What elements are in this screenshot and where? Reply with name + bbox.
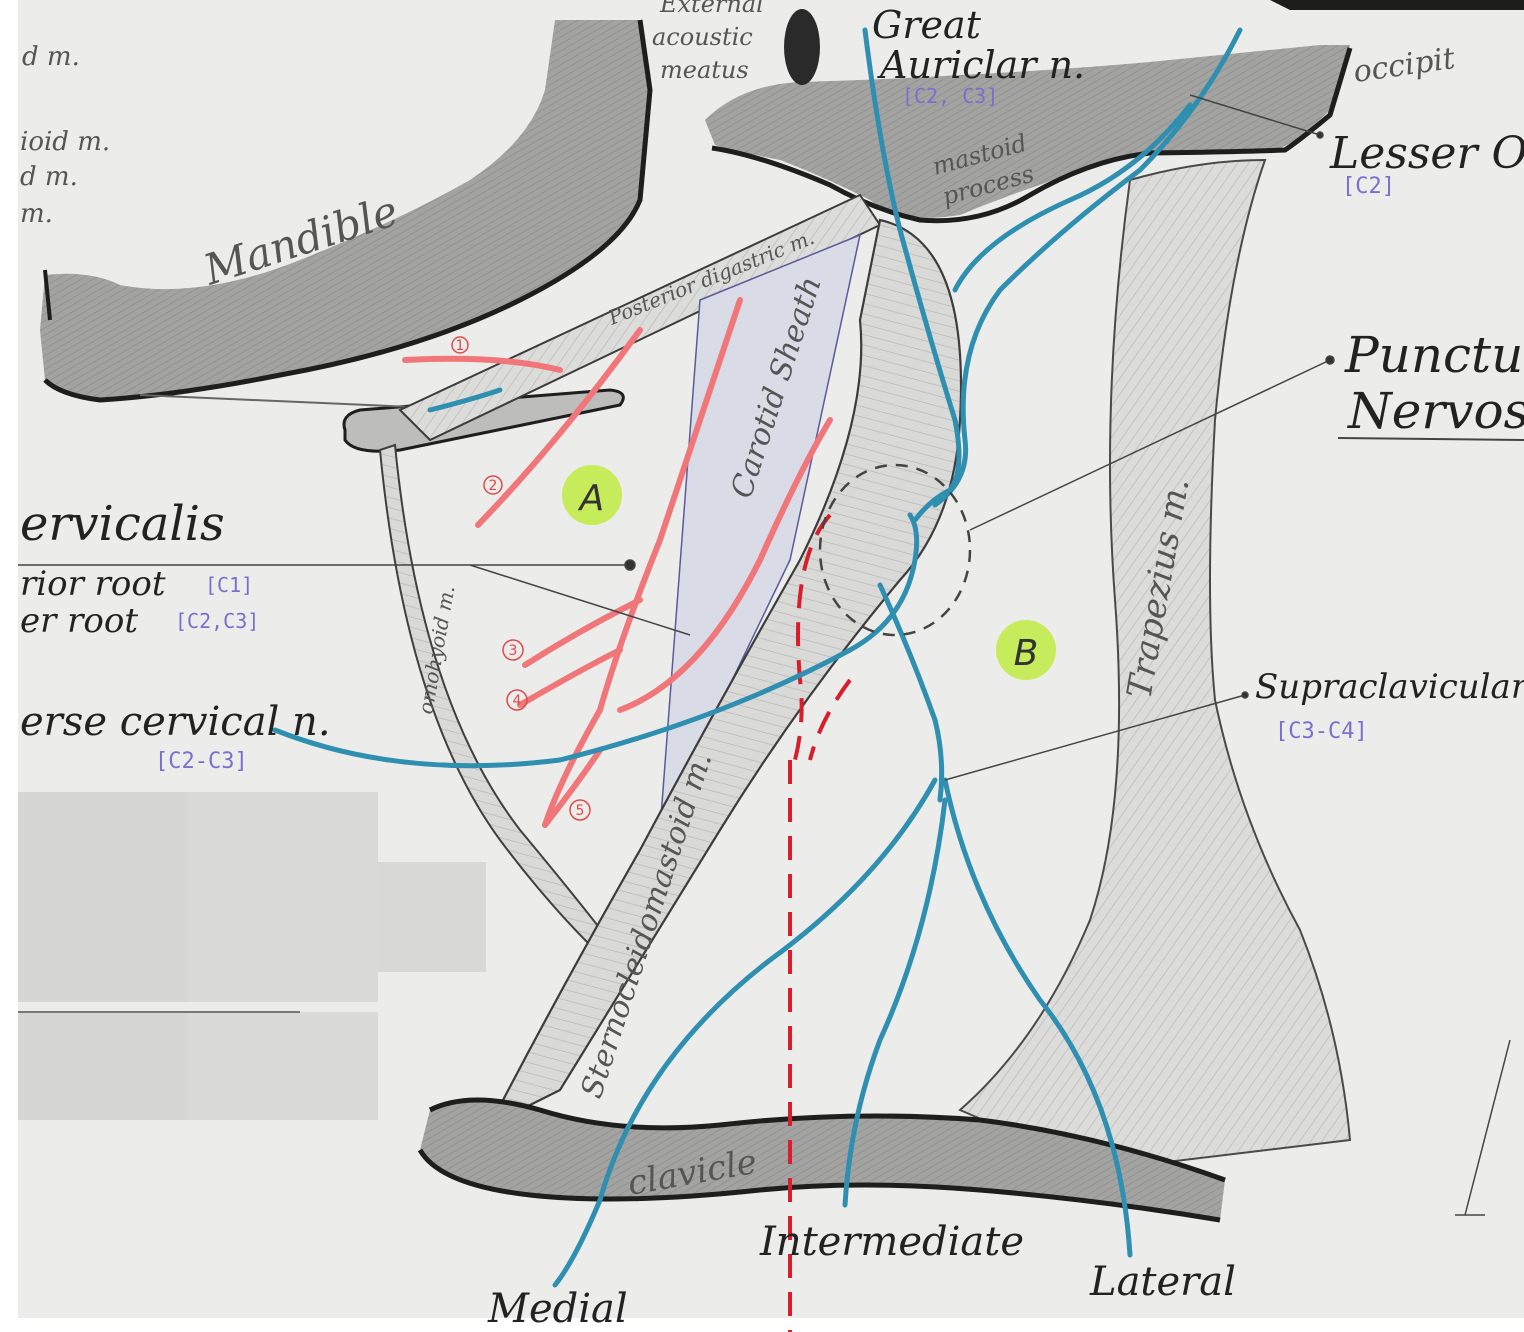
region-a-label: A (578, 478, 605, 519)
left-fragment-2: ioid m. (20, 127, 110, 157)
external-acoustic-meatus-label: External acoustic meatus (652, 0, 764, 84)
artery-number-4: 4 (513, 693, 522, 709)
transverse-cervical-segments: [C2-C3] (155, 749, 248, 774)
left-fragment-4: m. (20, 199, 53, 229)
punctum-line-1: Punctur (1344, 326, 1524, 384)
dark-corner (1270, 0, 1524, 10)
artery-number-5: 5 (576, 803, 585, 819)
transverse-cervical-name: erse cervical n. (20, 699, 331, 745)
left-paper-edge (0, 0, 18, 1332)
supraclavicular-segments: [C3-C4] (1275, 719, 1368, 744)
region-b-marker: B (996, 620, 1056, 680)
lateral-branch-label: Lateral (1089, 1259, 1236, 1305)
meatus-line-1: External (659, 0, 764, 18)
lesser-occipital-segments: [C2] (1342, 174, 1395, 199)
artery-number-3: 3 (509, 643, 518, 659)
artery-number-2: 2 (489, 478, 498, 494)
bottom-paper-edge (0, 1318, 1524, 1332)
left-fragment-3: d m. (20, 162, 78, 192)
lesser-occipital-name: Lesser Oc (1329, 128, 1524, 179)
ansa-superior-segment: [C1] (205, 573, 253, 597)
ansa-superior-root: rior root (20, 564, 166, 604)
meatus-line-3: meatus (660, 56, 749, 84)
external-acoustic-meatus (784, 9, 820, 85)
meatus-line-2: acoustic (652, 23, 753, 51)
region-b-label: B (1014, 633, 1039, 674)
intermediate-branch-label: Intermediate (759, 1219, 1024, 1265)
punctum-line-2: Nervosu (1347, 382, 1524, 440)
ansa-inferior-root: er root (20, 601, 138, 641)
artery-number-1: 1 (456, 338, 465, 354)
punctum-nervosum-label: Punctur Nervosu (1338, 326, 1524, 440)
region-a-marker: A (562, 465, 622, 525)
ansa-title: ervicalis (20, 496, 225, 552)
great-auricular-segments: [C2, C3] (902, 84, 998, 108)
great-auricular-line-2: Auriclar n. (877, 43, 1085, 87)
great-auricular-line-1: Great (872, 3, 982, 47)
supraclavicular-name: Supraclavicular (1255, 667, 1524, 707)
medial-branch-label: Medial (487, 1286, 628, 1332)
ansa-inferior-segment: [C2,C3] (175, 609, 259, 633)
left-fragment-1: d m. (22, 42, 80, 72)
